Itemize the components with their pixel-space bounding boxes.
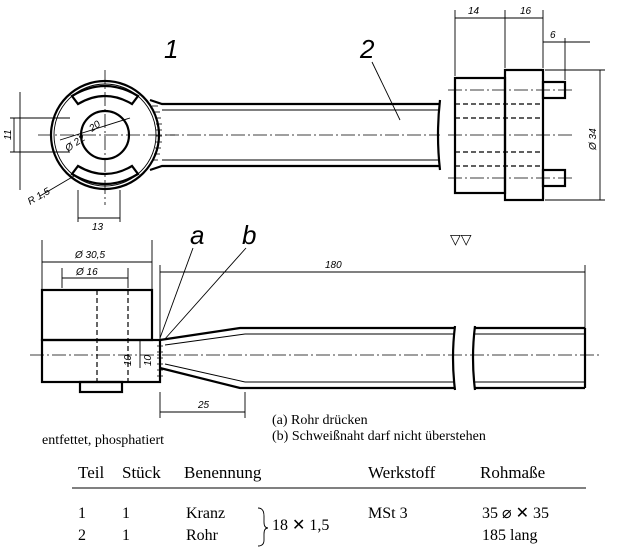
row2-benennung: Rohr: [186, 527, 219, 544]
row1-rohmasse: 35 ⌀ ✕ 35: [482, 505, 549, 522]
dim-20: 20: [87, 119, 104, 135]
dim-r15: R 1,5: [26, 186, 53, 208]
note-treatment: entfettet, phosphatiert: [42, 433, 164, 448]
row2-rohmasse: 185 lang: [482, 527, 538, 544]
dim-phi16: Ø 16: [75, 267, 98, 278]
parts-table: Teil Stück Benennung Werkstoff Rohmaße 1…: [72, 463, 586, 547]
shared-benennung: 18 ✕ 1,5: [272, 517, 329, 534]
header-werkstoff: Werkstoff: [368, 463, 436, 482]
part-label-1: 1: [164, 34, 178, 64]
dim-10-a: 10: [123, 354, 134, 366]
rohr-side-view: [149, 61, 442, 172]
row1-teil: 1: [78, 505, 86, 522]
assembly-side-view: [30, 240, 600, 418]
dim-14: 14: [468, 6, 480, 17]
dim-10-b: 10: [143, 354, 154, 366]
surface-finish-symbol: ▽▽: [450, 233, 472, 248]
row1-werkstoff: MSt 3: [368, 505, 408, 522]
header-teil: Teil: [78, 463, 104, 482]
dim-13: 13: [92, 222, 104, 233]
kranz-side-view: [448, 10, 605, 202]
dim-180: 180: [325, 260, 342, 271]
note-a: (a) Rohr drücken: [272, 413, 368, 428]
row2-teil: 2: [78, 527, 86, 544]
dim-phi305: Ø 30,5: [74, 250, 105, 261]
part-label-b: b: [242, 220, 256, 250]
part-label-2: 2: [359, 34, 375, 64]
row2-stueck: 1: [122, 527, 130, 544]
header-benennung: Benennung: [184, 463, 262, 482]
dim-25: 25: [197, 400, 210, 411]
header-rohmasse: Rohmaße: [480, 463, 545, 482]
part-label-a: a: [190, 220, 204, 250]
row1-stueck: 1: [122, 505, 130, 522]
row1-benennung: Kranz: [186, 505, 225, 522]
dim-6: 6: [550, 30, 556, 41]
header-stueck: Stück: [122, 463, 161, 482]
dim-11: 11: [3, 130, 14, 140]
dim-phi34: Ø 34: [588, 128, 599, 151]
kranz-end-view: [10, 70, 175, 222]
note-b: (b) Schweißnaht darf nicht überstehen: [272, 429, 486, 444]
dim-16: 16: [520, 6, 532, 17]
